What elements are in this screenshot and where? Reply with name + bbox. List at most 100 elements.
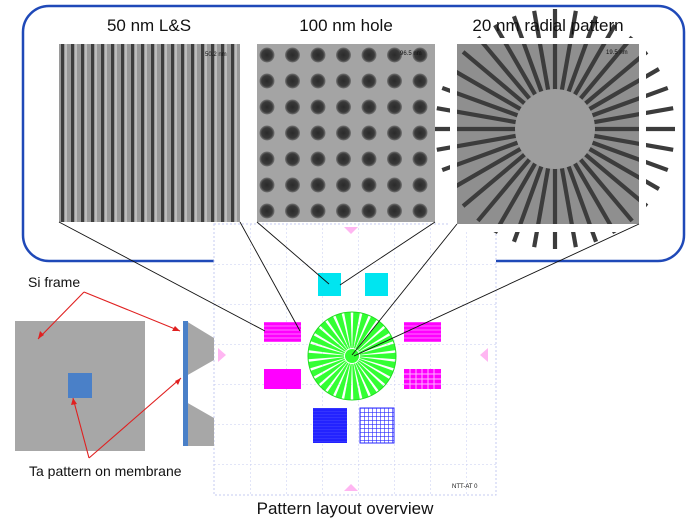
green-spoke [358,327,390,352]
hole [387,99,402,115]
radial-spoke [511,15,544,95]
hole [336,203,351,219]
hole [361,47,377,63]
hole [387,73,402,89]
radial-spoke [582,50,649,107]
radial-spoke [577,156,634,223]
hole [310,151,326,167]
blue-pattern-block-grid [359,407,395,444]
ls-pattern-block [264,322,301,342]
hole [285,203,300,219]
radial-spoke [592,106,674,125]
hole [259,151,275,167]
hole [387,151,402,167]
hole [285,73,300,89]
green-spoke [320,321,348,351]
sem-panel-holes: 96.5 nm [257,44,435,222]
hole [412,47,428,63]
hole [387,203,402,219]
scale-label: 96.5 nm [400,51,422,57]
radial-spoke [559,166,578,248]
panel-title-ls: 50 nm L&S [107,16,191,35]
green-spoke [356,361,384,391]
hole [336,47,351,63]
hole [412,99,428,115]
radial-spoke [566,15,599,95]
ls-pattern-block-hatched [404,369,441,389]
green-spoke [352,312,360,349]
radial-spoke [586,146,660,191]
radial-spoke [589,85,669,118]
radial-spoke [532,166,551,248]
panel-title-holes: 100 nm hole [299,16,393,35]
hole [285,177,300,193]
ls-pattern-block [404,322,441,342]
green-spoke [359,358,394,377]
hole [310,177,326,193]
green-spoke [356,321,384,351]
green-spoke [335,313,351,349]
hole [259,203,275,219]
radial-spoke [450,146,524,191]
si-cross-section-upper [186,321,214,376]
green-spoke [310,358,345,377]
green-spoke [359,357,396,369]
radial-spoke [476,156,533,223]
green-spoke [344,312,352,349]
radial-spoke [493,24,538,98]
si-frame-label: Si frame [28,274,80,290]
hole [387,177,402,193]
green-spoke [359,335,394,354]
hole [336,177,351,193]
ta-pattern-label: Ta pattern on membrane [29,463,182,479]
green-spoke [308,343,345,355]
hole [259,73,275,89]
scale-label: 19.5 nm [606,50,628,56]
green-spoke [355,316,377,350]
hole [310,125,326,141]
hole [285,47,300,63]
marker-top [344,227,358,234]
hole [361,125,377,141]
hole-pattern-block [365,273,388,296]
ls-pattern-block [264,369,301,389]
hole [259,125,275,141]
si-cross-section-lower [186,402,214,446]
radial-spoke [450,67,524,112]
hole [285,151,300,167]
hole [412,177,428,193]
hole [361,73,377,89]
radial-spoke [572,24,617,98]
hole [285,99,300,115]
hole [310,99,326,115]
green-spoke [327,316,349,350]
hole [361,177,377,193]
blue-pattern-block [313,408,347,443]
hole [285,125,300,141]
green-spoke [358,360,390,385]
hole [259,99,275,115]
layout-overview: NTT-AT 0 [213,223,497,496]
green-ring [307,311,397,401]
radial-spoke [577,35,634,102]
green-spoke [314,327,346,352]
green-spoke [327,362,349,396]
hole [387,125,402,141]
green-spoke [359,343,396,355]
membrane-cross-section [183,321,188,446]
hole [336,125,351,141]
radial-spoke [572,160,617,234]
hole [361,203,377,219]
hole [259,47,275,63]
radial-spoke [532,10,551,92]
hole [310,47,326,63]
radial-spoke [592,133,674,152]
hole [412,151,428,167]
radial-spoke [582,151,649,208]
radial-spoke [476,35,533,102]
annotation-arrows [37,291,182,459]
hole [361,151,377,167]
green-spoke [335,363,351,399]
hole [412,73,428,89]
green-spoke [353,313,369,349]
